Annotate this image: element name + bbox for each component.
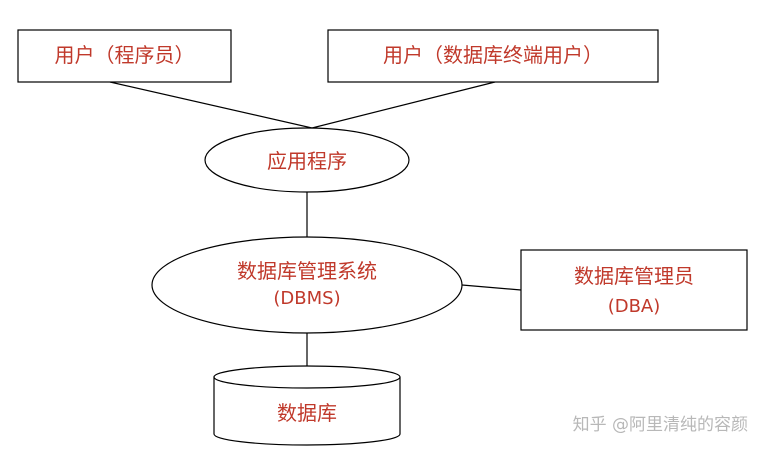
node-application-label: 应用程序	[267, 149, 347, 173]
node-database: 数据库	[213, 365, 401, 446]
edge-enduser-to-app	[311, 81, 496, 129]
node-application: 应用程序	[204, 127, 410, 193]
edge-dbms-to-dba	[461, 284, 522, 291]
node-dba: 数据库管理员 (DBA)	[520, 249, 748, 331]
node-dba-label: 数据库管理员	[574, 264, 694, 288]
node-database-label: 数据库	[277, 401, 337, 425]
node-dbms-label: 数据库管理系统	[237, 259, 377, 283]
node-dbms-sublabel: (DBMS)	[273, 288, 340, 309]
edge-programmer-to-app	[109, 81, 313, 129]
node-end-user-label: 用户（数据库终端用户）	[383, 43, 603, 67]
node-dba-sublabel: (DBA)	[608, 296, 661, 317]
watermark-text: 知乎 @阿里清纯的容颜	[573, 415, 748, 435]
node-end-user: 用户（数据库终端用户）	[327, 29, 659, 83]
node-programmer: 用户（程序员）	[17, 29, 232, 83]
node-programmer-label: 用户（程序员）	[55, 43, 195, 67]
node-dbms: 数据库管理系统 (DBMS)	[151, 236, 463, 334]
